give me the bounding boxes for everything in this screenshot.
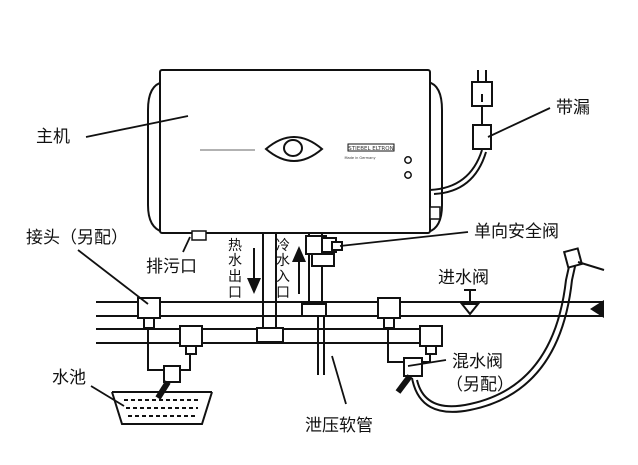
svg-text:热: 热 [228, 238, 242, 254]
shower-head-icon [562, 247, 605, 271]
hot-line-tee [256, 327, 284, 343]
supply-arrow-icon [590, 300, 604, 318]
shower-hose [411, 261, 577, 413]
water-basin [111, 391, 213, 425]
label-joint: 接头（另配） [26, 228, 128, 248]
indicator-light-1 [404, 156, 412, 164]
label-mixing-valve: 混水阀 [452, 352, 503, 372]
label-water-basin: 水池 [52, 368, 86, 388]
inlet-valve [459, 289, 481, 316]
svg-text:入: 入 [276, 269, 290, 285]
indicator-light-2 [404, 171, 412, 179]
left-joint [137, 297, 161, 329]
label-hot-water-outlet: 热 水 出 口 [228, 238, 242, 301]
nameplate: STIEBEL ELTRON Made in Germany [344, 143, 395, 160]
drain-outlet-tab [191, 230, 207, 241]
cold-water-in-arrow [292, 246, 306, 294]
left-lower-joint [179, 325, 203, 355]
power-cord [429, 70, 493, 195]
nameplate-brand: STIEBEL ELTRON [348, 146, 393, 152]
svg-text:出: 出 [228, 269, 242, 285]
right-lower-joint [419, 325, 443, 355]
nameplate-sub: Made in Germany [344, 156, 375, 160]
label-safety-valve: 单向安全阀 [474, 222, 559, 242]
label-relief-hose: 泄压软管 [305, 416, 373, 436]
svg-text:水: 水 [276, 253, 290, 269]
left-faucet [147, 328, 191, 400]
svg-text:口: 口 [228, 285, 242, 301]
leader-lines [77, 107, 551, 407]
label-drain-outlet: 排污口 [146, 257, 197, 277]
label-leakage-plug: 带漏 [556, 98, 590, 118]
label-main-unit: 主机 [36, 127, 70, 147]
relief-hose [317, 316, 325, 375]
label-cold-water-inlet: 冷 水 入 口 [276, 238, 290, 301]
upper-water-line [96, 301, 604, 317]
svg-text:冷: 冷 [276, 238, 290, 254]
hot-water-pipe [262, 233, 277, 330]
svg-text:水: 水 [228, 253, 242, 269]
safety-valve [321, 237, 343, 253]
svg-text:口: 口 [276, 285, 290, 301]
eye-logo-icon [264, 136, 324, 162]
label-mixing-valve-note: （另配） [446, 375, 514, 395]
hot-water-out-arrow [247, 248, 261, 294]
heater-unit [147, 69, 443, 234]
right-joint [377, 297, 401, 329]
label-inlet-valve: 进水阀 [438, 268, 489, 288]
